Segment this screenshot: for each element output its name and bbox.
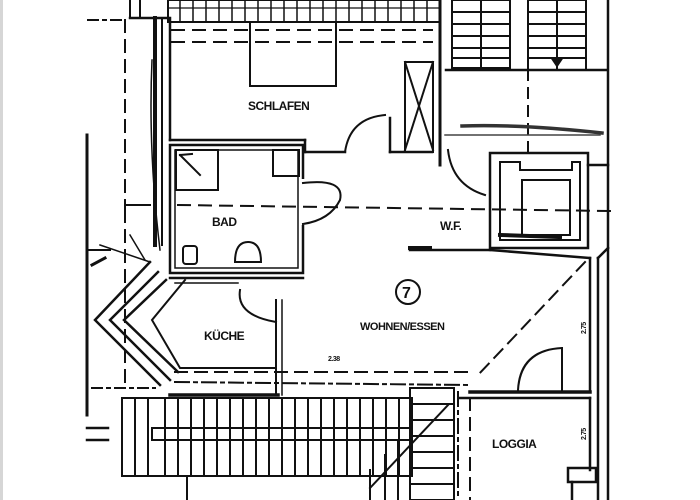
dimension-right-lower: 2.75 [581, 428, 588, 440]
bedroom-walls [168, 113, 434, 154]
dimension-right-upper: 2.75 [581, 322, 588, 334]
entry-door-swing [446, 148, 487, 197]
north-balcony-railing [167, 0, 441, 23]
south-overhead-lines [168, 371, 592, 397]
room-label-schlafen: SCHLAFEN [248, 99, 309, 113]
bathroom-walls [168, 143, 342, 275]
elevator-shaft [488, 151, 610, 250]
hall-overhead-dash [176, 203, 612, 213]
bed-outline [249, 21, 337, 87]
room-label-kueche: KÜCHE [204, 328, 245, 343]
room-label-bad: BAD [212, 215, 237, 229]
south-balcony-railing [121, 397, 413, 500]
unit-number: 7 [402, 285, 411, 302]
dimension-living-width: 2.38 [328, 356, 340, 363]
wardrobe-cross [403, 0, 442, 167]
stairwell-north [444, 0, 610, 500]
loggia-walls [457, 391, 598, 500]
pencil-scribble [460, 123, 604, 135]
unit-number-circle [395, 279, 421, 305]
kitchen-bay-wall [89, 233, 180, 387]
west-exterior-wall [128, 0, 172, 251]
room-label-loggia: LOGGIA [492, 437, 537, 451]
room-label-wohnen-essen: WOHNEN/ESSEN [360, 321, 445, 333]
image-border-strip [0, 0, 3, 500]
living-walls [150, 246, 610, 500]
bedroom-overhead-dashes [171, 29, 433, 43]
loggia-stair [368, 387, 455, 500]
room-label-wf: W.F. [440, 219, 461, 233]
construction-lines-left [85, 19, 156, 442]
